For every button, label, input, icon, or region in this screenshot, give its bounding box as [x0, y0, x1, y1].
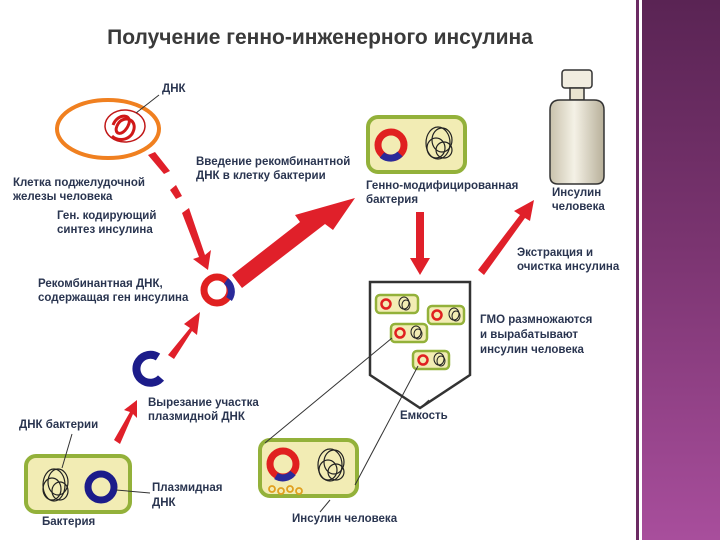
label-gene-2: синтез инсулина: [57, 224, 153, 236]
page-title: Получение генно-инженерного инсулина: [107, 26, 533, 49]
insulin-bottom-pointer: [319, 499, 331, 513]
arrow-recombinant-to-bacterium: [232, 198, 355, 288]
cut-plasmid-icon: [132, 350, 165, 387]
label-cutting-2: плазмидной ДНК: [148, 411, 245, 423]
insulin-bottle-icon: [549, 69, 605, 185]
label-insulin-bottom: Инсулин человека: [292, 513, 398, 525]
arrow-plasmid-to-recombinant: [168, 312, 200, 359]
pancreas-cell-icon: [55, 98, 161, 160]
arrow-cell-to-gene: [148, 152, 182, 199]
label-container: Емкость: [400, 410, 448, 422]
label-gmo-multiply-3: инсулин человека: [480, 344, 584, 356]
label-gene-1: Ген. кодирующий: [57, 210, 157, 222]
gmo-bacterium-icon: [366, 115, 467, 174]
label-human-insulin-2: человека: [552, 201, 605, 213]
bacterial-dna-pointer: [61, 433, 73, 469]
arrow-bacterium-to-container: [410, 212, 430, 275]
insulin-producing-bacterium-icon: [258, 438, 359, 498]
label-bacterial-dna: ДНК бактерии: [19, 419, 99, 431]
label-human-insulin-1: Инсулин: [552, 187, 602, 199]
label-gmo-multiply-2: и вырабатывают: [480, 329, 579, 341]
arrow-container-to-insulin: [478, 200, 534, 275]
label-plasmid-2: ДНК: [152, 497, 176, 509]
dna-pointer: [135, 94, 160, 114]
label-extraction-2: очистка инсулина: [517, 261, 620, 273]
bacterium-icon: [24, 454, 132, 514]
label-cutting-1: Вырезание участка: [148, 397, 259, 409]
magnify-line-left: [264, 337, 393, 444]
arrow-gene-to-recombinant: [182, 208, 211, 270]
label-extraction-1: Экстракция и: [517, 247, 594, 259]
label-recombinant-1: Рекомбинантная ДНК,: [38, 278, 163, 290]
label-gmo-bacterium-2: бактерия: [366, 194, 419, 206]
label-pancreas-cell-1: Клетка поджелудочной: [13, 177, 145, 189]
label-recombinant-2: содержащая ген инсулина: [38, 292, 189, 304]
sidebar-divider: [636, 0, 639, 540]
label-plasmid-1: Плазмидная: [152, 482, 223, 494]
label-bacterium: Бактерия: [42, 516, 96, 528]
label-pancreas-cell-2: железы человека: [13, 191, 113, 203]
label-dna: ДНК: [162, 83, 186, 95]
label-gmo-multiply-1: ГМО размножаются: [480, 314, 593, 326]
label-gmo-bacterium-1: Генно-модифицированная: [366, 180, 519, 192]
plasmid-pointer: [115, 489, 151, 494]
label-introduction-1: Введение рекомбинантной: [196, 156, 351, 168]
diagram-graphics: [24, 69, 605, 514]
decorative-sidebar: [642, 0, 720, 540]
label-introduction-2: ДНК в клетку бактерии: [196, 170, 326, 182]
magnify-line-right: [354, 365, 419, 486]
container-pointer: [419, 399, 430, 409]
container-icon: [368, 280, 472, 410]
arrow-bacterium-to-plasmid: [114, 400, 137, 444]
recombinant-plasmid-icon: [200, 273, 235, 307]
